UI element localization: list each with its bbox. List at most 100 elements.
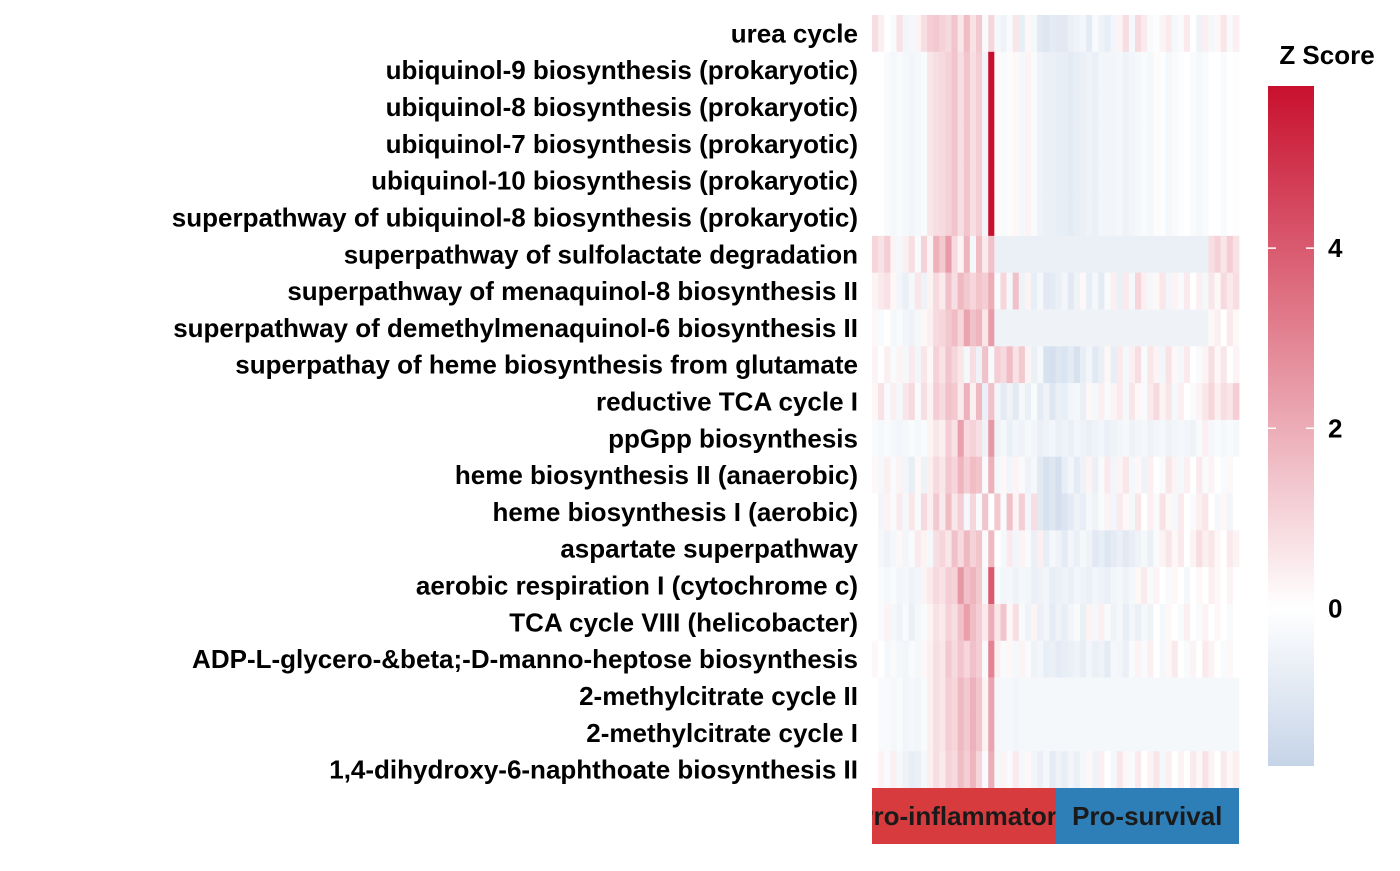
heatmap-cell bbox=[1122, 751, 1130, 789]
heatmap-cell bbox=[1153, 603, 1160, 642]
heatmap-cell bbox=[1110, 383, 1118, 421]
heatmap-cell bbox=[872, 567, 879, 605]
heatmap-cell bbox=[1141, 383, 1148, 421]
heatmap-cell bbox=[1037, 603, 1044, 642]
heatmap-cell bbox=[1086, 199, 1093, 237]
heatmap-cell bbox=[1086, 640, 1093, 678]
heatmap-cell bbox=[1024, 751, 1032, 789]
heatmap-cell bbox=[908, 493, 916, 531]
heatmap-cell bbox=[1208, 125, 1215, 163]
heatmap-cell bbox=[1098, 567, 1105, 605]
heatmap-cell bbox=[1153, 419, 1160, 458]
heatmap-cell bbox=[1202, 15, 1209, 53]
heatmap-cell bbox=[988, 162, 995, 200]
heatmap-cell bbox=[1092, 530, 1099, 568]
heatmap-cell bbox=[1037, 419, 1044, 458]
heatmap-cell bbox=[884, 125, 891, 163]
heatmap-cell bbox=[1043, 346, 1050, 384]
heatmap-cell bbox=[1012, 15, 1020, 53]
heatmap-cell bbox=[1000, 125, 1007, 163]
heatmap-cell bbox=[1024, 162, 1032, 200]
heatmap-cell bbox=[1012, 235, 1020, 274]
heatmap-cell bbox=[1037, 714, 1044, 752]
heatmap-cell bbox=[1165, 677, 1173, 715]
heatmap-cell bbox=[969, 714, 977, 752]
heatmap-cell bbox=[1183, 199, 1191, 237]
heatmap-cell bbox=[1122, 199, 1130, 237]
heatmap-cell bbox=[902, 640, 910, 678]
heatmap-cell bbox=[1110, 199, 1118, 237]
heatmap-cell bbox=[969, 235, 977, 274]
heatmap-cell bbox=[1037, 51, 1044, 90]
heatmap-cell bbox=[1128, 567, 1136, 605]
heatmap-cell bbox=[969, 493, 977, 531]
heatmap-cell bbox=[1116, 309, 1124, 347]
heatmap-cell bbox=[1043, 567, 1050, 605]
heatmap-cell bbox=[890, 88, 897, 126]
heatmap-cell bbox=[1018, 125, 1026, 163]
heatmap-cell bbox=[1159, 15, 1166, 53]
heatmap-cell bbox=[872, 493, 879, 531]
heatmap-cell bbox=[890, 419, 897, 458]
heatmap-cell bbox=[1165, 603, 1173, 642]
heatmap-cell bbox=[1000, 235, 1007, 274]
heatmap-cell bbox=[1043, 677, 1050, 715]
heatmap-cell bbox=[1135, 199, 1142, 237]
heatmap-cell bbox=[1171, 199, 1179, 237]
heatmap-cell bbox=[1024, 493, 1032, 531]
heatmap-cell bbox=[1000, 419, 1007, 458]
heatmap-cell bbox=[1104, 751, 1111, 789]
row-label: urea cycle bbox=[731, 18, 858, 48]
heatmap-cell bbox=[1128, 383, 1136, 421]
heatmap-cell bbox=[1037, 235, 1044, 274]
heatmap-cell bbox=[1190, 530, 1197, 568]
heatmap-cell bbox=[1196, 751, 1203, 789]
heatmap-cell bbox=[927, 88, 934, 126]
heatmap-cell bbox=[975, 309, 983, 347]
heatmap-cell bbox=[1226, 714, 1234, 752]
heatmap-cell bbox=[1202, 456, 1209, 494]
heatmap-cell bbox=[1232, 15, 1240, 53]
heatmap-cell bbox=[982, 603, 989, 642]
heatmap-cell bbox=[988, 51, 995, 90]
heatmap-cell bbox=[982, 493, 989, 531]
heatmap-cell bbox=[1073, 751, 1081, 789]
heatmap-cell bbox=[914, 15, 922, 53]
heatmap-cell bbox=[1159, 567, 1166, 605]
heatmap-cell bbox=[1208, 162, 1215, 200]
heatmap-cell bbox=[969, 567, 977, 605]
heatmap-cell bbox=[1159, 88, 1166, 126]
heatmap-cell bbox=[1073, 419, 1081, 458]
heatmap-cell bbox=[1183, 309, 1191, 347]
heatmap-cell bbox=[1135, 493, 1142, 531]
heatmap-cell bbox=[1067, 714, 1075, 752]
heatmap-cell bbox=[975, 714, 983, 752]
heatmap-cell bbox=[1000, 751, 1007, 789]
heatmap-cell bbox=[896, 51, 903, 90]
heatmap-cell bbox=[1122, 383, 1130, 421]
heatmap-cell bbox=[1190, 51, 1197, 90]
heatmap-cell bbox=[1226, 162, 1234, 200]
heatmap-cell bbox=[1122, 603, 1130, 642]
heatmap-cell bbox=[902, 88, 910, 126]
heatmap-cell bbox=[1159, 530, 1166, 568]
heatmap-cell bbox=[957, 51, 965, 90]
heatmap-cell bbox=[951, 456, 959, 494]
heatmap-cell bbox=[1012, 346, 1020, 384]
heatmap-cell bbox=[1110, 567, 1118, 605]
heatmap-cell bbox=[1214, 309, 1222, 347]
heatmap-cell bbox=[878, 199, 885, 237]
legend-colorbar bbox=[1268, 86, 1314, 766]
heatmap-cell bbox=[1128, 235, 1136, 274]
heatmap-cell bbox=[1031, 640, 1038, 678]
heatmap-cell bbox=[1183, 530, 1191, 568]
heatmap-cell bbox=[1110, 309, 1118, 347]
heatmap-cell bbox=[914, 51, 922, 90]
heatmap-cell bbox=[1141, 15, 1148, 53]
heatmap-cell bbox=[1000, 346, 1007, 384]
heatmap-cell bbox=[1049, 751, 1056, 789]
heatmap-cell bbox=[1177, 456, 1185, 494]
heatmap-cell bbox=[1031, 419, 1038, 458]
heatmap-cell bbox=[1018, 751, 1026, 789]
heatmap-cell bbox=[1055, 751, 1063, 789]
